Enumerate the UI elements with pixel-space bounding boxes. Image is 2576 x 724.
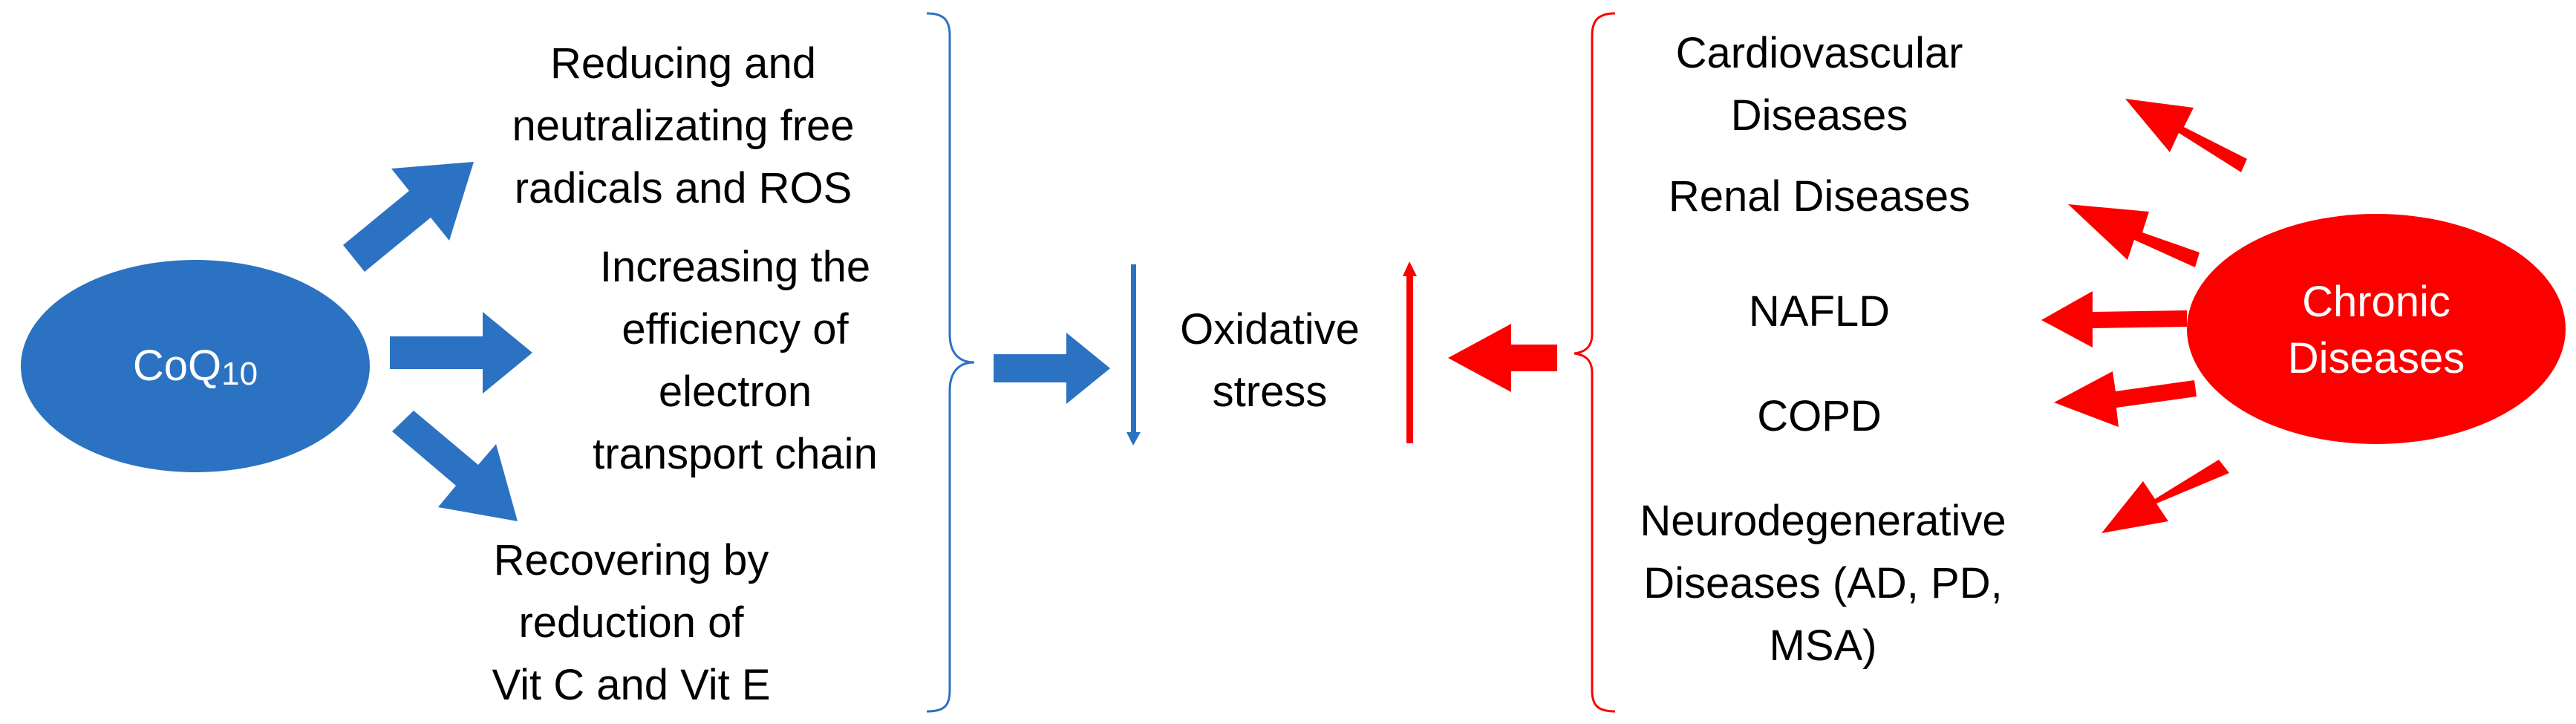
effect-free-radicals-line-1: Reducing and: [550, 39, 816, 88]
arrow-to-nafld: [2041, 291, 2187, 348]
increase-bar: [1406, 276, 1413, 443]
disease-copd-line-1: COPD: [1757, 392, 1882, 440]
effect-recovering: Recovering by reduction of Vit C and Vit…: [446, 529, 817, 717]
blue-brace: [926, 12, 975, 713]
effect-electron-transport: Increasing the efficiency of electron tr…: [550, 236, 921, 486]
red-brace: [1574, 12, 1616, 713]
disease-neurodegenerative: Neurodegenerative Diseases (AD, PD, MSA): [1623, 490, 2024, 677]
disease-neurodegenerative-line-2: Diseases (AD, PD,: [1643, 559, 2003, 607]
effect-recovering-line-2: reduction of: [518, 599, 744, 647]
effect-electron-transport-line-4: transport chain: [593, 430, 878, 478]
coq10-label-main: CoQ: [132, 342, 222, 390]
chronic-diseases-label: Chronic Diseases: [2257, 274, 2495, 387]
disease-neurodegenerative-line-3: MSA): [1769, 622, 1877, 670]
oxidative-stress-label: Oxidative stress: [1158, 299, 1381, 423]
arrow-to-electron-transport: [390, 312, 532, 394]
effect-recovering-line-1: Recovering by: [493, 536, 769, 584]
disease-nafld: NAFLD: [1634, 281, 2005, 343]
disease-copd: COPD: [1634, 385, 2005, 448]
disease-cardiovascular-line-1: Cardiovascular: [1675, 29, 1963, 77]
arrow-to-free-radicals: [343, 162, 474, 272]
effect-free-radicals-line-2: neutralizating free: [512, 102, 855, 150]
increase-arrowhead: [1403, 261, 1417, 276]
coq10-ellipse: [21, 260, 370, 472]
oxidative-stress-line-1: Oxidative: [1180, 305, 1360, 353]
arrow-to-renal: [2068, 204, 2200, 267]
disease-cardiovascular: Cardiovascular Diseases: [1634, 22, 2005, 147]
decrease-bar: [1131, 264, 1136, 432]
oxidative-stress-line-2: stress: [1212, 368, 1328, 416]
arrow-from-diseases: [1448, 324, 1557, 392]
arrow-to-neurodegenerative: [2101, 460, 2229, 533]
effect-electron-transport-line-3: electron: [658, 368, 812, 416]
effect-recovering-line-3: Vit C and Vit E: [492, 661, 771, 709]
chronic-line-2: Diseases: [2287, 334, 2465, 382]
chronic-diseases-ellipse: [2187, 214, 2566, 444]
chronic-line-1: Chronic: [2302, 278, 2451, 326]
arrow-to-copd: [2054, 371, 2197, 427]
effect-electron-transport-line-2: efficiency of: [622, 305, 849, 353]
arrow-to-recovering: [392, 411, 518, 521]
disease-renal: Renal Diseases: [1634, 166, 2005, 228]
disease-renal-line-1: Renal Diseases: [1668, 172, 1971, 221]
disease-nafld-line-1: NAFLD: [1748, 287, 1891, 336]
decrease-arrowhead: [1126, 432, 1141, 446]
effect-free-radicals-line-3: radicals and ROS: [514, 164, 852, 212]
coq10-label-subscript: 10: [221, 356, 258, 392]
effect-free-radicals: Reducing and neutralizating free radical…: [490, 33, 876, 220]
disease-neurodegenerative-line-1: Neurodegenerative: [1640, 497, 2006, 545]
disease-cardiovascular-line-2: Diseases: [1730, 91, 1908, 140]
effect-electron-transport-line-1: Increasing the: [599, 243, 871, 291]
coq10-label: CoQ10: [106, 338, 284, 402]
arrow-to-oxidative-stress: [994, 333, 1110, 404]
arrow-to-cardiovascular: [2125, 99, 2247, 172]
